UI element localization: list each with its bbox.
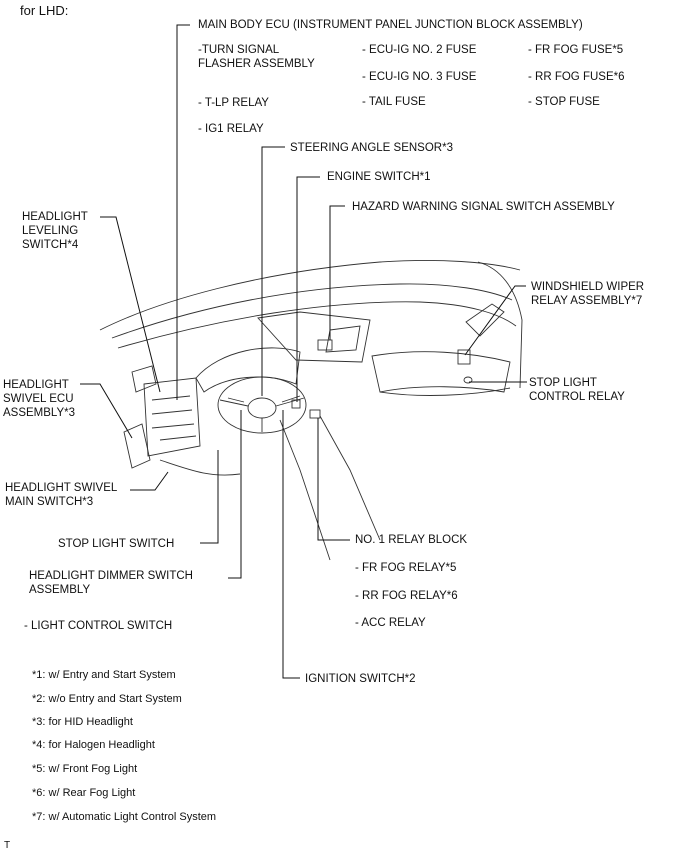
footnote: *3: for HID Headlight — [32, 716, 133, 728]
leader-main-body-ecu — [176, 24, 190, 400]
dash-top-edge — [111, 283, 513, 339]
label-acc-relay: - ACC RELAY — [355, 617, 426, 629]
leader-wiper-relay — [464, 285, 526, 356]
label-fr-fog-fuse: - FR FOG FUSE*5 — [528, 44, 624, 56]
leader-headlight-leveling — [100, 216, 161, 393]
leader-hazard — [329, 205, 345, 340]
stop-relay-shape — [463, 376, 473, 384]
label-ignition-switch: IGNITION SWITCH*2 — [305, 673, 416, 685]
center-panel — [257, 311, 371, 363]
leader-engine-switch — [296, 176, 320, 402]
left-switch-panel — [143, 377, 201, 457]
label-rr-fog-fuse: - RR FOG FUSE*6 — [528, 71, 625, 83]
label-dimmer-switch: HEADLIGHT DIMMER SWITCH ASSEMBLY — [29, 570, 193, 596]
footnote: *7: w/ Automatic Light Control System — [32, 811, 217, 823]
steering-spokes — [219, 397, 305, 432]
label-main-body-ecu: MAIN BODY ECU (INSTRUMENT PANEL JUNCTION… — [198, 19, 583, 31]
left-vent — [131, 365, 157, 393]
label-stop-light-switch: STOP LIGHT SWITCH — [58, 538, 175, 550]
label-wiper-relay: WINDSHIELD WIPER RELAY ASSEMBLY*7 — [531, 281, 645, 307]
label-ecu-ig3: - ECU-IG NO. 3 FUSE — [362, 71, 477, 83]
label-tlp-relay: - T-LP RELAY — [198, 97, 269, 109]
label-engine-switch: ENGINE SWITCH*1 — [327, 171, 431, 183]
leader-ignition — [282, 410, 300, 679]
footnote: *2: w/o Entry and Start System — [32, 693, 182, 705]
label-ig1-relay: - IG1 RELAY — [198, 123, 264, 135]
footer-code: T — [4, 840, 11, 851]
label-swivel-main: HEADLIGHT SWIVEL MAIN SWITCH*3 — [5, 482, 118, 508]
label-steering-angle: STEERING ANGLE SENSOR*3 — [290, 142, 453, 154]
label-relay-block: NO. 1 RELAY BLOCK — [355, 534, 468, 546]
label-turn-signal: -TURN SIGNAL FLASHER ASSEMBLY — [198, 44, 315, 70]
label-fr-fog-relay: - FR FOG RELAY*5 — [355, 562, 457, 574]
lower-right-dash — [379, 387, 511, 396]
label-stop-fuse: - STOP FUSE — [528, 96, 600, 108]
footnote: *1: w/ Entry and Start System — [32, 669, 176, 681]
hazard-switch-shape — [317, 339, 333, 351]
leader-steering-angle — [261, 146, 285, 396]
label-rr-fog-relay: - RR FOG RELAY*6 — [355, 590, 458, 602]
label-tail-fuse: - TAIL FUSE — [362, 96, 426, 108]
leader-relay-block — [317, 418, 350, 541]
label-stop-light-control: STOP LIGHT CONTROL RELAY — [529, 377, 625, 403]
windshield-outline — [99, 259, 521, 331]
relay-block-shape — [309, 409, 321, 419]
left-switch-details — [151, 395, 197, 441]
footnote: *5: w/ Front Fog Light — [32, 763, 138, 775]
right-pillar — [477, 261, 523, 389]
label-headlight-leveling: HEADLIGHT LEVELING SWITCH*4 — [22, 211, 88, 251]
label-ecu-ig2: - ECU-IG NO. 2 FUSE — [362, 44, 477, 56]
label-swivel-ecu: HEADLIGHT SWIVEL ECU ASSEMBLY*3 — [3, 379, 76, 419]
right-vent — [465, 303, 505, 337]
footnote: *6: w/ Rear Fog Light — [32, 787, 136, 799]
glovebox — [371, 351, 511, 393]
wiper-relay-shape — [457, 349, 471, 365]
ignition-shape — [291, 399, 301, 409]
lower-dash-left — [159, 459, 241, 476]
meter-hood — [195, 347, 301, 393]
footnote: *4: for Halogen Headlight — [32, 739, 155, 751]
center-screen — [325, 325, 361, 353]
leader-dimmer — [228, 410, 242, 579]
center-console — [279, 415, 381, 561]
leader-stop-light-switch — [200, 450, 219, 544]
swivel-ecu-shape — [123, 423, 151, 469]
leader-swivel-ecu — [80, 383, 133, 439]
label-light-control: - LIGHT CONTROL SWITCH — [24, 620, 173, 632]
leader-swivel-main — [130, 471, 169, 491]
page-title: for LHD: — [20, 3, 69, 18]
dash-upper-surface — [117, 301, 517, 349]
label-hazard: HAZARD WARNING SIGNAL SWITCH ASSEMBLY — [352, 201, 615, 213]
